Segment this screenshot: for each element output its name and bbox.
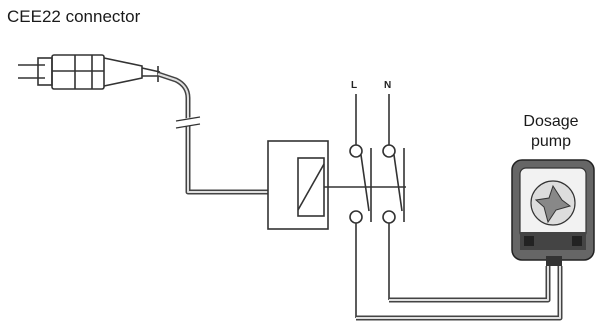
plug-icon [18,54,161,90]
terminal-n-label: N [384,80,391,91]
terminal-l-label: L [351,80,357,91]
pump-label-line2: pump [530,133,572,150]
relay-coil-icon [267,140,406,230]
pump-cable [356,266,563,321]
dosage-pump-icon [511,159,595,266]
pump-label: Dosage pump [505,112,597,152]
pump-label-line1: Dosage [523,113,579,130]
contact-block [349,94,405,318]
connector-label: CEE22 connector [7,7,141,26]
supply-cable [157,71,268,195]
